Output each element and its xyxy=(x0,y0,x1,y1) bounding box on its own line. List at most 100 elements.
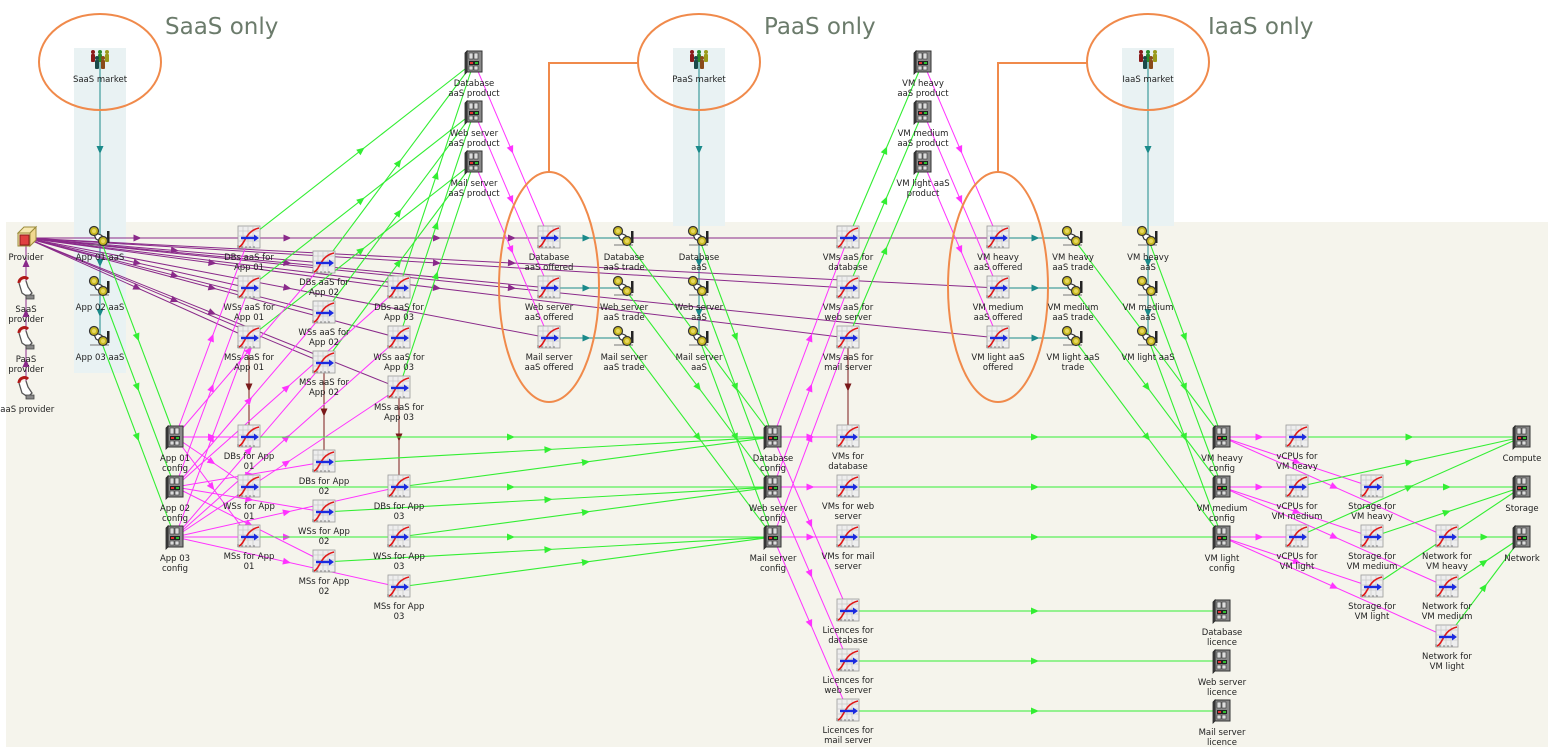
node-vmm-aas[interactable]: VM medium aaS xyxy=(1103,275,1193,323)
process-chart-icon xyxy=(204,325,294,352)
edge-app02_config-to-wss_aas_app01 xyxy=(174,287,250,488)
node-label: VM heavy aaS product xyxy=(897,79,949,99)
node-vml-aas-offered[interactable]: VM light aaS offered xyxy=(953,325,1043,373)
node-label: App 01 aaS xyxy=(75,253,125,263)
node-mss-app03[interactable]: MSs for App 03 xyxy=(354,574,444,622)
node-vcpu-vml[interactable]: vCPUs for VM light xyxy=(1252,524,1342,572)
node-ws-aas-trade[interactable]: Web server aaS trade xyxy=(579,275,669,323)
node-vmm-config[interactable]: VM medium config xyxy=(1177,474,1267,524)
node-vml-aas[interactable]: VM light aaS xyxy=(1103,325,1193,363)
node-vcpu-vmm[interactable]: vCPUs for VM medium xyxy=(1252,474,1342,522)
node-wss-app02[interactable]: WSs for App 02 xyxy=(279,499,369,547)
node-app03-aas[interactable]: App 03 aaS xyxy=(55,325,145,363)
node-wss-aas-app01[interactable]: WSs aaS for App 01 xyxy=(204,275,294,323)
node-network[interactable]: Network xyxy=(1477,524,1550,564)
node-app01-config[interactable]: App 01 config xyxy=(130,424,220,474)
node-vms-db[interactable]: VMs for database xyxy=(803,424,893,472)
node-dbs-app03[interactable]: DBs for App 03 xyxy=(354,474,444,522)
node-ws-aas[interactable]: Web server aaS xyxy=(654,275,744,323)
node-paas-provider[interactable]: PaaS provider xyxy=(0,325,71,375)
node-ms-aas-trade[interactable]: Mail server aaS trade xyxy=(579,325,669,373)
node-dbs-aas-app01[interactable]: DBs aaS for App 01 xyxy=(204,225,294,273)
edge-arrowhead xyxy=(132,283,142,290)
node-net-vml[interactable]: Network for VM light xyxy=(1402,624,1492,672)
node-vml-aas-product[interactable]: VM light aaS product xyxy=(878,149,968,199)
node-sto-vmh[interactable]: Storage for VM heavy xyxy=(1327,474,1417,522)
node-ms-config[interactable]: Mail server config xyxy=(728,524,818,574)
node-vms-aas-ws[interactable]: VMs aaS for web server xyxy=(803,275,893,323)
edge-arrowhead xyxy=(244,446,253,456)
node-db-aas-trade[interactable]: Database aaS trade xyxy=(579,225,669,273)
node-app02-config[interactable]: App 02 config xyxy=(130,474,220,524)
node-ms-aas-product[interactable]: Mail server aaS product xyxy=(429,149,519,199)
node-mss-aas-app01[interactable]: MSs aaS for App 01 xyxy=(204,325,294,373)
node-paas-market[interactable]: PaaS market xyxy=(654,49,744,85)
node-ws-licence[interactable]: Web server licence xyxy=(1177,648,1267,698)
node-vmh-aas-trade[interactable]: VM heavy aaS trade xyxy=(1028,225,1118,273)
node-compute[interactable]: Compute xyxy=(1477,424,1550,464)
node-dbs-app02[interactable]: DBs for App 02 xyxy=(279,449,369,497)
node-ms-aas[interactable]: Mail server aaS xyxy=(654,325,744,373)
node-db-aas[interactable]: Database aaS xyxy=(654,225,744,273)
node-db-licence[interactable]: Database licence xyxy=(1177,598,1267,648)
node-provider[interactable]: Provider xyxy=(0,225,71,263)
node-mss-aas-app02[interactable]: MSs aaS for App 02 xyxy=(279,350,369,398)
node-ws-aas-product[interactable]: Web server aaS product xyxy=(429,99,519,149)
node-mss-aas-app03[interactable]: MSs aaS for App 03 xyxy=(354,375,444,423)
node-lic-ms[interactable]: Licences for mail server xyxy=(803,698,893,746)
node-vml-config[interactable]: VM light config xyxy=(1177,524,1267,574)
node-lic-ws[interactable]: Licences for web server xyxy=(803,648,893,696)
node-mss-app01[interactable]: MSs for App 01 xyxy=(204,524,294,572)
node-db-aas-offered[interactable]: Database aaS offered xyxy=(504,225,594,273)
node-app02-aas[interactable]: App 02 aaS xyxy=(55,275,145,313)
node-vml-aas-trade[interactable]: VM light aaS trade xyxy=(1028,325,1118,373)
node-label: MSs aaS for App 02 xyxy=(298,378,350,398)
node-db-aas-product[interactable]: Database aaS product xyxy=(429,49,519,99)
node-vms-aas-db[interactable]: VMs aaS for database xyxy=(803,225,893,273)
node-vmm-aas-offered[interactable]: VM medium aaS offered xyxy=(953,275,1043,323)
node-iaas-provider[interactable]: IaaS provider xyxy=(0,375,71,415)
node-dbs-aas-app03[interactable]: DBs aaS for App 03 xyxy=(354,275,444,323)
node-wss-app03[interactable]: WSs for App 03 xyxy=(354,524,444,572)
node-saas-market[interactable]: SaaS market xyxy=(55,49,145,85)
node-vcpu-vmh[interactable]: vCPUs for VM heavy xyxy=(1252,424,1342,472)
node-net-vmh[interactable]: Network for VM heavy xyxy=(1402,524,1492,572)
node-ms-aas-offered[interactable]: Mail server aaS offered xyxy=(504,325,594,373)
node-vmh-aas[interactable]: VM heavy aaS xyxy=(1103,225,1193,273)
node-dbs-aas-app02[interactable]: DBs aaS for App 02 xyxy=(279,250,369,298)
node-app03-config[interactable]: App 03 config xyxy=(130,524,220,574)
node-vms-ws[interactable]: VMs for web server xyxy=(803,474,893,522)
node-saas-provider[interactable]: SaaS provider xyxy=(0,275,71,325)
node-ms-licence[interactable]: Mail server licence xyxy=(1177,698,1267,748)
node-lic-db[interactable]: Licences for database xyxy=(803,598,893,646)
node-dbs-app01[interactable]: DBs for App 01 xyxy=(204,424,294,472)
edge-arrowhead xyxy=(1031,533,1039,541)
node-vmh-aas-product[interactable]: VM heavy aaS product xyxy=(878,49,968,99)
node-db-config[interactable]: Database config xyxy=(728,424,818,474)
node-app01-aas[interactable]: App 01 aaS xyxy=(55,225,145,263)
edge-arrowhead xyxy=(1142,382,1150,391)
node-wss-app01[interactable]: WSs for App 01 xyxy=(204,474,294,522)
node-sto-vml[interactable]: Storage for VM light xyxy=(1327,574,1417,622)
node-storage[interactable]: Storage xyxy=(1477,474,1550,514)
node-ws-aas-offered[interactable]: Web server aaS offered xyxy=(504,275,594,323)
process-chart-icon xyxy=(953,225,1043,252)
node-iaas-market[interactable]: IaaS market xyxy=(1103,49,1193,85)
node-vms-aas-ms[interactable]: VMs aaS for mail server xyxy=(803,325,893,373)
node-ws-config[interactable]: Web server config xyxy=(728,474,818,524)
node-wss-aas-app03[interactable]: WSs aaS for App 03 xyxy=(354,325,444,373)
node-wss-aas-app02[interactable]: WSs aaS for App 02 xyxy=(279,300,369,348)
edge-arrowhead xyxy=(1144,309,1152,317)
node-vmh-aas-offered[interactable]: VM heavy aaS offered xyxy=(953,225,1043,273)
node-vmm-aas-product[interactable]: VM medium aaS product xyxy=(878,99,968,149)
node-vmm-aas-trade[interactable]: VM medium aaS trade xyxy=(1028,275,1118,323)
node-label: Network for VM medium xyxy=(1421,602,1473,622)
node-mss-app02[interactable]: MSs for App 02 xyxy=(279,549,369,597)
process-chart-icon xyxy=(1252,424,1342,451)
node-sto-vmm[interactable]: Storage for VM medium xyxy=(1327,524,1417,572)
node-vmh-config[interactable]: VM heavy config xyxy=(1177,424,1267,474)
node-label: Web server aaS offered xyxy=(524,303,574,323)
node-net-vmm[interactable]: Network for VM medium xyxy=(1402,574,1492,622)
edge-provider-to-mss_aas_app02 xyxy=(25,237,325,364)
node-vms-ms[interactable]: VMs for mail server xyxy=(803,524,893,572)
